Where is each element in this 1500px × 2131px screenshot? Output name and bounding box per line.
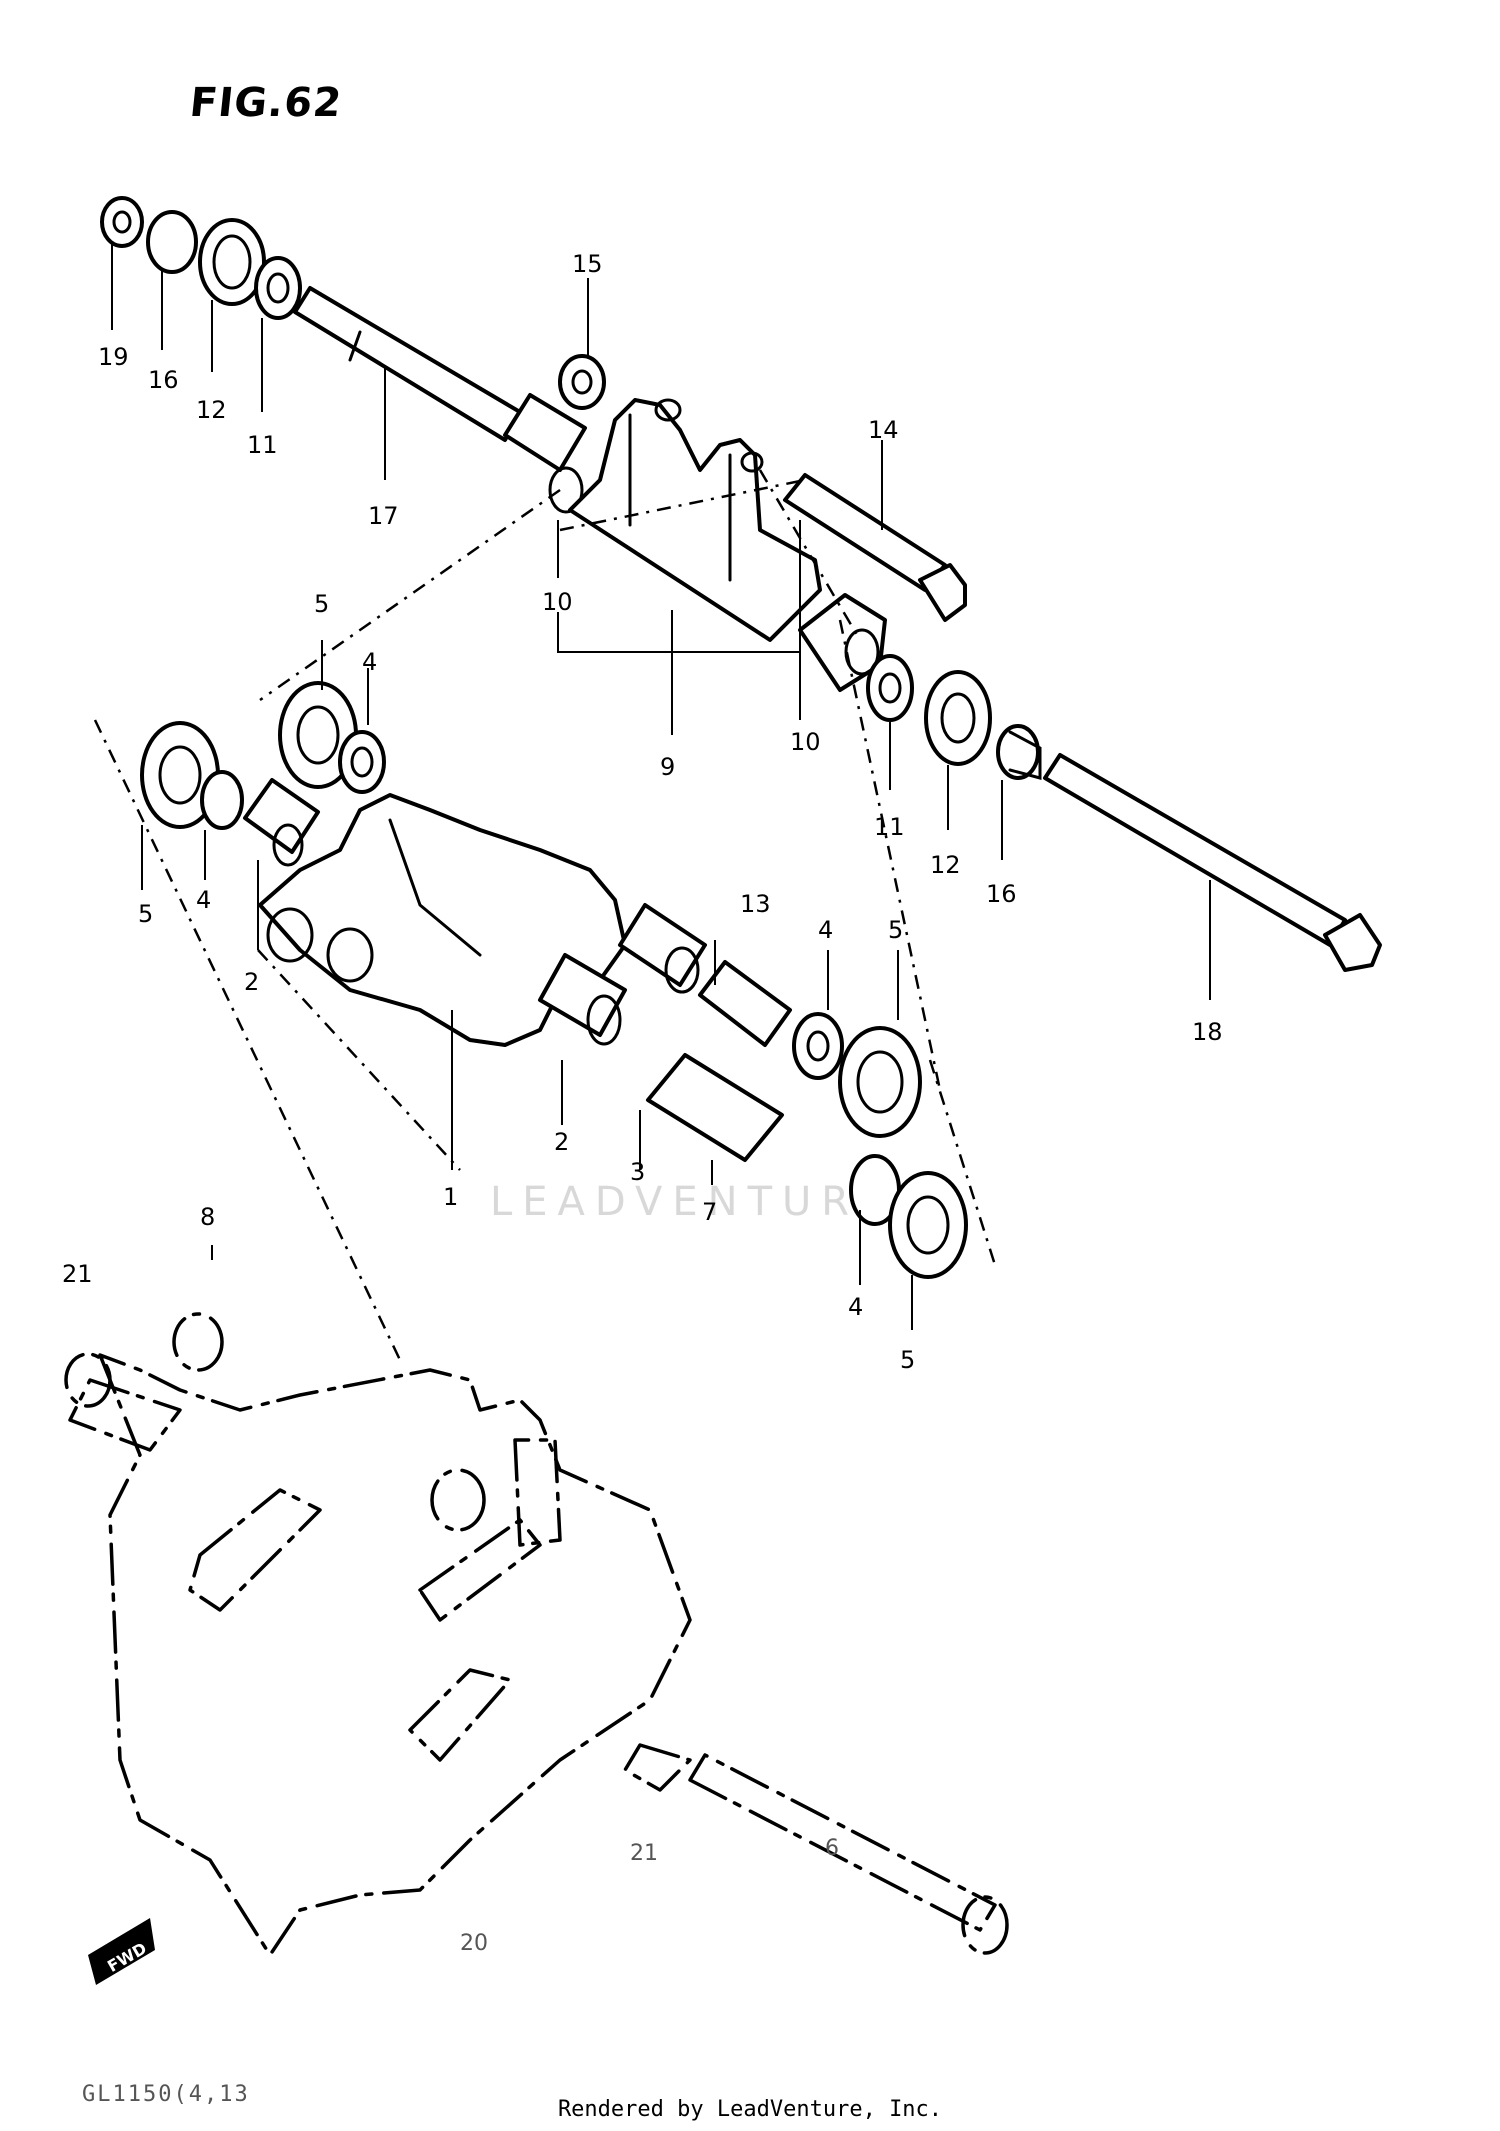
- part-7-spacer: [646, 1053, 784, 1162]
- part-17-spacer-shaft: [293, 286, 522, 442]
- callout-5-lower: 5: [900, 1346, 915, 1374]
- part-11-washer-right: [866, 654, 914, 722]
- callout-20: 20: [460, 1931, 488, 1956]
- footer-credit: Rendered by LeadVenture, Inc.: [557, 2097, 943, 2122]
- part-4-washer-upper: [338, 730, 386, 794]
- callout-17: 17: [368, 502, 399, 530]
- part-4-washer-right: [792, 1012, 844, 1080]
- callout-5-upper: 5: [314, 590, 329, 618]
- callout-21-left: 21: [62, 1260, 93, 1288]
- callout-5-left: 5: [138, 900, 153, 928]
- callout-4-left: 4: [196, 886, 211, 914]
- callout-6: 6: [825, 1836, 839, 1861]
- upper-shaft-assembly: [100, 196, 1382, 972]
- part-2-bearing-left: [243, 778, 320, 854]
- leader-lines: [111, 242, 1211, 1330]
- part-1-cushion-lever: [258, 793, 627, 1047]
- part-12-seal-right: [924, 670, 992, 766]
- callout-15: 15: [572, 250, 603, 278]
- part-9-bracket: [568, 398, 822, 642]
- callout-4-right: 4: [818, 916, 833, 944]
- callout-8: 8: [200, 1203, 215, 1231]
- callout-7: 7: [702, 1198, 717, 1226]
- watermark-text: LEADVENTURE: [490, 1179, 894, 1225]
- part-17-bushing: [503, 393, 587, 472]
- callout-10-right: 10: [790, 728, 821, 756]
- drawing-reference-code: GL1150(4,13: [82, 2082, 250, 2107]
- part-16-collar: [146, 210, 198, 274]
- part-5-seal-lower: [888, 1171, 968, 1279]
- part-2-bearing-lower: [538, 953, 627, 1037]
- callout-2-lower: 2: [554, 1128, 569, 1156]
- part-19-nut: [100, 196, 144, 248]
- callout-21-lower: 21: [630, 1841, 658, 1866]
- part-18-long-bolt: [1043, 753, 1347, 947]
- callout-1: 1: [443, 1183, 458, 1211]
- part-16-collar-right: [996, 724, 1040, 780]
- part-5-seal-right: [838, 1026, 922, 1138]
- callout-18: 18: [1192, 1018, 1223, 1046]
- callout-12-right: 12: [930, 851, 961, 879]
- callout-4-lower: 4: [848, 1293, 863, 1321]
- callout-2-left: 2: [244, 968, 259, 996]
- callout-12-top: 12: [196, 396, 227, 424]
- part-15-nut: [558, 354, 606, 410]
- callout-11-top: 11: [247, 431, 278, 459]
- cushion-lever-assembly: [140, 681, 968, 1279]
- part-10-bearing: [798, 593, 887, 692]
- callout-16-top: 16: [148, 366, 179, 394]
- callout-4-upper: 4: [362, 648, 377, 676]
- callout-3: 3: [630, 1158, 645, 1186]
- callout-5-right: 5: [888, 916, 903, 944]
- callout-labels: 19 16 12 11 17 15 14 10 9 10 11 12 16 18…: [62, 250, 1223, 1956]
- part-3-bearing: [618, 903, 707, 987]
- callout-13: 13: [740, 890, 771, 918]
- fwd-arrow: FWD: [88, 1918, 155, 1985]
- part-4-washer-left: [200, 770, 244, 830]
- callout-14: 14: [868, 416, 899, 444]
- callout-9: 9: [660, 753, 675, 781]
- part-14-bolt: [783, 473, 947, 592]
- part-13-spacer: [698, 960, 792, 1047]
- assembly-link-lines: [93, 469, 997, 1361]
- part-11-washer: [254, 256, 302, 320]
- frame-bracket-outline: [64, 1312, 1009, 1957]
- callout-16-right: 16: [986, 880, 1017, 908]
- callout-10-left: 10: [542, 588, 573, 616]
- callout-11-right: 11: [874, 813, 905, 841]
- callout-19: 19: [98, 343, 129, 371]
